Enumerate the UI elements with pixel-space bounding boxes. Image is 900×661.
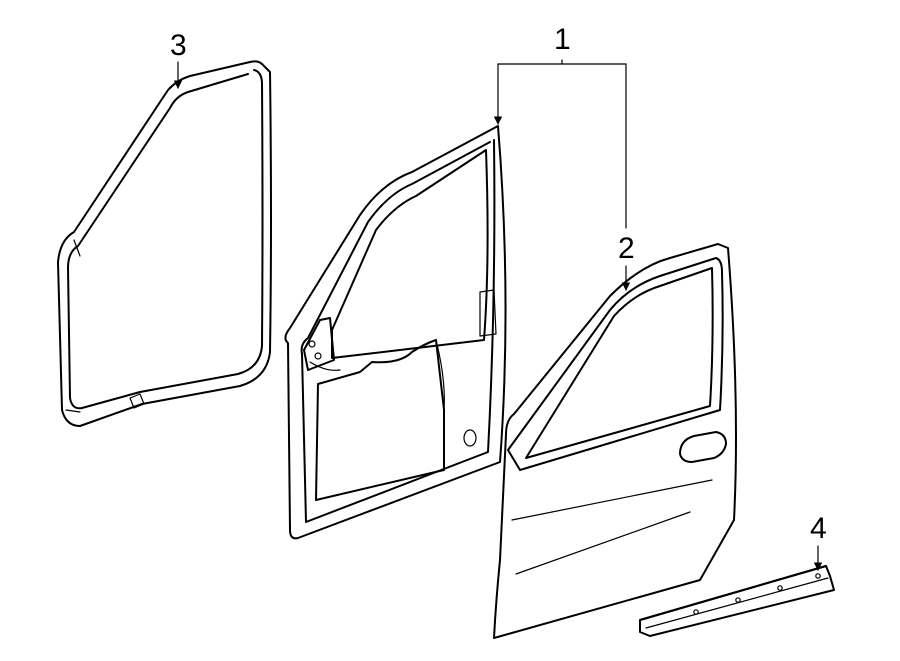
- callout-2: 2: [618, 232, 635, 265]
- sill-plate-icon: [639, 565, 835, 637]
- weatherstrip-seal-icon: [57, 60, 272, 427]
- callout-3: 3: [170, 29, 187, 62]
- callout-4: 4: [810, 512, 827, 545]
- door-outer-panel-icon: [493, 243, 737, 639]
- door-shell-icon: [284, 125, 507, 540]
- callout-1: 1: [554, 23, 571, 56]
- callout-leaders: [173, 59, 823, 571]
